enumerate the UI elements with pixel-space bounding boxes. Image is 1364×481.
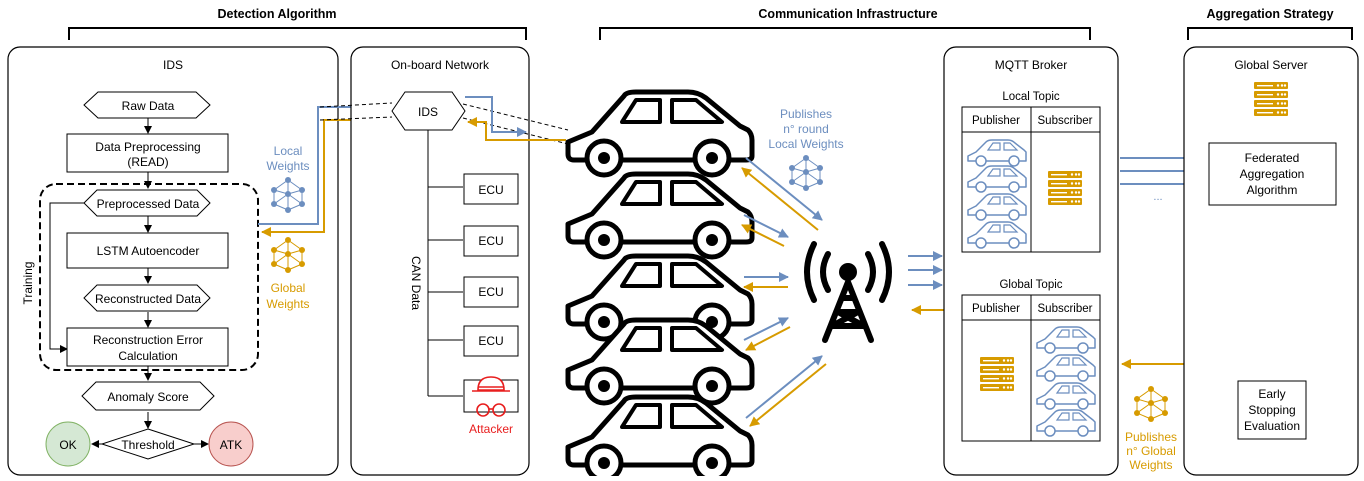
reconstructed-data-label: Reconstructed Data xyxy=(95,292,201,306)
local-topic-subscriber-header: Subscriber xyxy=(1038,115,1093,127)
more-arrows-ellipsis: ... xyxy=(1153,191,1162,203)
local-topic-publisher-header: Publisher xyxy=(972,115,1020,127)
dashed-link-left-top xyxy=(319,102,393,108)
threshold-node xyxy=(100,428,196,460)
preprocessing-label-1: Data Preprocessing xyxy=(95,140,200,154)
early-stopping-label-2: Stopping xyxy=(1248,403,1295,417)
local-weights-label-1: Local xyxy=(274,144,303,158)
onboard-network-title: On-board Network xyxy=(391,58,490,72)
publishes-global-network-icon xyxy=(1133,385,1169,423)
publishes-global-label-3: Weights xyxy=(1129,458,1172,472)
global-weights-label-2: Weights xyxy=(266,297,309,311)
mqtt-broker-title: MQTT Broker xyxy=(995,58,1067,72)
lstm-label: LSTM Autoencoder xyxy=(97,244,200,258)
ecu-label: ECU xyxy=(478,234,503,248)
section-detection-bracket xyxy=(68,27,527,40)
local-topic-title: Local Topic xyxy=(1002,91,1060,103)
raw-data-node xyxy=(83,91,211,119)
global-topic-publisher-header: Publisher xyxy=(972,303,1020,315)
preprocessed-data-node xyxy=(83,189,211,217)
ids-to-car-arrow xyxy=(465,96,527,137)
reconstruction-error-label-2: Calculation xyxy=(118,349,177,363)
dashed-link-left-bottom xyxy=(319,116,393,121)
training-label: Training xyxy=(21,262,35,305)
global-weights-label-1: Global xyxy=(271,281,306,295)
publishes-local-label-2: n° round xyxy=(783,122,829,136)
cell-tower-icon xyxy=(804,241,892,343)
can-data-label: CAN Data xyxy=(409,256,423,310)
raw-data-label: Raw Data xyxy=(122,99,175,113)
lstm-node xyxy=(66,232,229,269)
ok-node xyxy=(45,421,91,467)
early-stopping-node xyxy=(1237,380,1307,440)
reconstructed-data-node xyxy=(83,284,211,312)
atk-node xyxy=(208,421,254,467)
publishes-local-label-3: Local Weights xyxy=(768,137,843,151)
early-stopping-label-3: Evaluation xyxy=(1244,419,1300,433)
global-topic-subscriber-header: Subscriber xyxy=(1038,303,1093,315)
ecu-node xyxy=(463,325,519,357)
federated-label-3: Algorithm xyxy=(1247,183,1298,197)
atk-label: ATK xyxy=(220,438,242,452)
local-weights-label-2: Weights xyxy=(266,159,309,173)
car-icon xyxy=(568,92,752,175)
anomaly-score-label: Anomaly Score xyxy=(107,390,189,404)
ecu-label: ECU xyxy=(478,183,503,197)
threshold-label: Threshold xyxy=(121,438,174,452)
section-aggregation-bracket xyxy=(1187,27,1353,40)
onboard-ids-label: IDS xyxy=(418,105,438,119)
preprocessed-data-label: Preprocessed Data xyxy=(97,197,200,211)
publishes-global-label-2: n° Global xyxy=(1126,444,1176,458)
federated-label-2: Aggregation xyxy=(1240,167,1305,181)
onboard-network-panel xyxy=(350,46,530,476)
reconstruction-error-node xyxy=(66,327,229,367)
section-communication-title: Communication Infrastructure xyxy=(758,7,937,21)
ids-panel-title: IDS xyxy=(163,58,183,72)
car-to-ids-arrow xyxy=(467,117,566,141)
anomaly-score-node xyxy=(81,381,215,411)
global-topic-title: Global Topic xyxy=(999,279,1062,291)
ok-label: OK xyxy=(59,438,76,452)
federated-aggregation-node xyxy=(1208,142,1337,206)
preprocessing-label-2: (READ) xyxy=(127,155,168,169)
car-icon xyxy=(568,174,752,257)
section-communication-bracket xyxy=(599,27,1091,40)
section-detection-title: Detection Algorithm xyxy=(218,7,337,21)
early-stopping-label-1: Early xyxy=(1258,387,1285,401)
global-server-title: Global Server xyxy=(1234,58,1307,72)
preprocessing-node xyxy=(66,133,229,173)
federated-label-1: Federated xyxy=(1245,151,1300,165)
publishes-local-label-1: Publishes xyxy=(780,107,832,121)
onboard-ids-node xyxy=(391,91,466,131)
ecu-node xyxy=(463,173,519,205)
publishes-global-label-1: Publishes xyxy=(1125,430,1177,444)
ecu-node xyxy=(463,225,519,257)
section-aggregation-title: Aggregation Strategy xyxy=(1206,7,1333,21)
ecu-node xyxy=(463,276,519,308)
ecu-label: ECU xyxy=(478,334,503,348)
car-icon xyxy=(568,397,752,476)
ecu-label: ECU xyxy=(478,285,503,299)
attacker-label: Attacker xyxy=(469,422,513,436)
attacker-hacker-icon xyxy=(472,376,510,417)
reconstruction-error-label-1: Reconstruction Error xyxy=(93,333,203,347)
publishes-local-network-icon xyxy=(788,154,824,192)
